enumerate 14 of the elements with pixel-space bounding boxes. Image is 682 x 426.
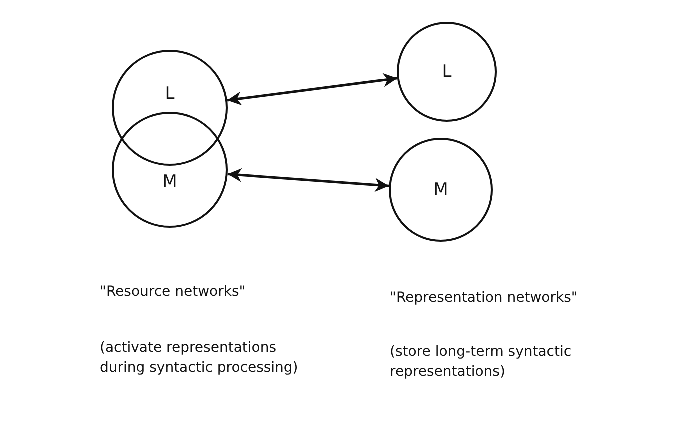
circle-label: M	[162, 172, 178, 192]
description-text: (activate representations during syntactic processing)	[100, 339, 300, 378]
network-circle	[389, 138, 493, 242]
double-arrow	[227, 73, 398, 106]
double-arrow	[228, 168, 390, 192]
network-circle	[112, 112, 228, 228]
circle-label: L	[165, 84, 175, 104]
circle-label: M	[434, 180, 448, 200]
group-title: "Representation networks"	[390, 289, 579, 308]
network-circle	[112, 50, 228, 166]
circle-label: L	[442, 62, 452, 82]
description-text: (store long-term syntactic representations)	[390, 343, 573, 382]
network-circle	[397, 22, 497, 122]
group-title: "Resource networks"	[100, 283, 247, 302]
